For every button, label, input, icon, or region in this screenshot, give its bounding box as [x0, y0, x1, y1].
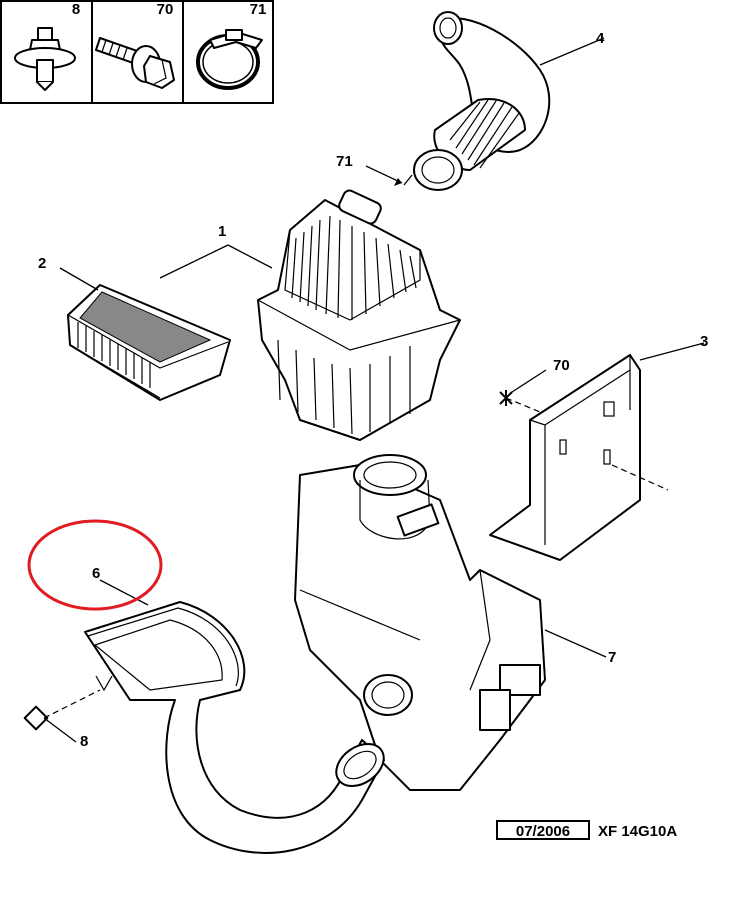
air-box-lower-housing: 7	[294, 454, 616, 791]
air-filter-element: 2	[38, 255, 231, 401]
callout-71: 71	[336, 153, 353, 170]
push-rivet-icon	[14, 27, 76, 91]
highlight-circle	[27, 519, 163, 611]
screw-icon	[95, 37, 175, 89]
upper-intake-hose: 4	[413, 11, 605, 191]
footer-date-box	[496, 820, 590, 840]
callout-1: 1	[218, 223, 226, 240]
legend-box: 8 70 71	[0, 0, 274, 104]
hose-clamp-icon	[196, 29, 263, 90]
legend-ref-8: 8	[72, 1, 80, 18]
callout-4: 4	[596, 30, 605, 47]
callout-6: 6	[92, 565, 100, 582]
legend-ref-71: 71	[250, 1, 267, 18]
intake-duct: 8 6	[23, 565, 385, 854]
footer-code: XF 14G10A	[598, 823, 677, 840]
mounting-bracket: 3 70	[489, 333, 708, 561]
footer-reference: 07/2006 XF 14G10A	[496, 820, 677, 840]
callout-2: 2	[38, 255, 46, 272]
callout-7: 7	[608, 649, 616, 666]
footer-date: 07/2006	[516, 823, 570, 840]
callout-70: 70	[553, 357, 570, 374]
callout-8: 8	[80, 733, 88, 750]
legend-ref-70: 70	[157, 1, 174, 18]
callout-3: 3	[700, 333, 708, 350]
air-box-cover: 1	[159, 189, 461, 441]
callout-71-group: 71	[336, 153, 413, 186]
